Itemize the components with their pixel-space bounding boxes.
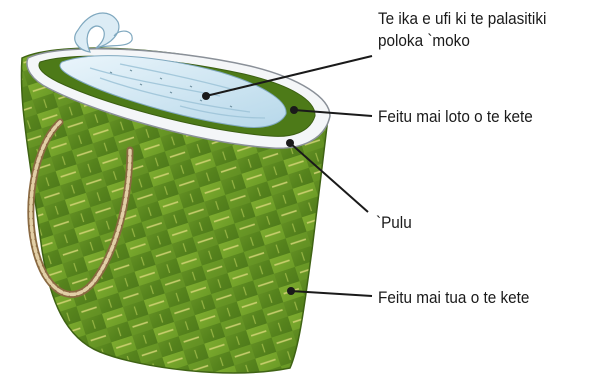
label-fish-line-1: Te ika e ufi ki te palasitiki xyxy=(378,8,546,30)
label-fish-line-2: poloka `moko xyxy=(378,30,546,52)
label-rim: `Pulu xyxy=(376,212,412,234)
label-outside: Feitu mai tua o te kete xyxy=(378,287,529,309)
leader-dot-inside xyxy=(290,106,298,114)
leader-dot-rim xyxy=(286,139,294,147)
leader-dot-fish xyxy=(202,92,210,100)
label-inside: Feitu mai loto o te kete xyxy=(378,106,533,128)
leader-dot-outside xyxy=(287,287,295,295)
label-fish-wrapped: Te ika e ufi ki te palasitiki poloka `mo… xyxy=(378,8,546,52)
